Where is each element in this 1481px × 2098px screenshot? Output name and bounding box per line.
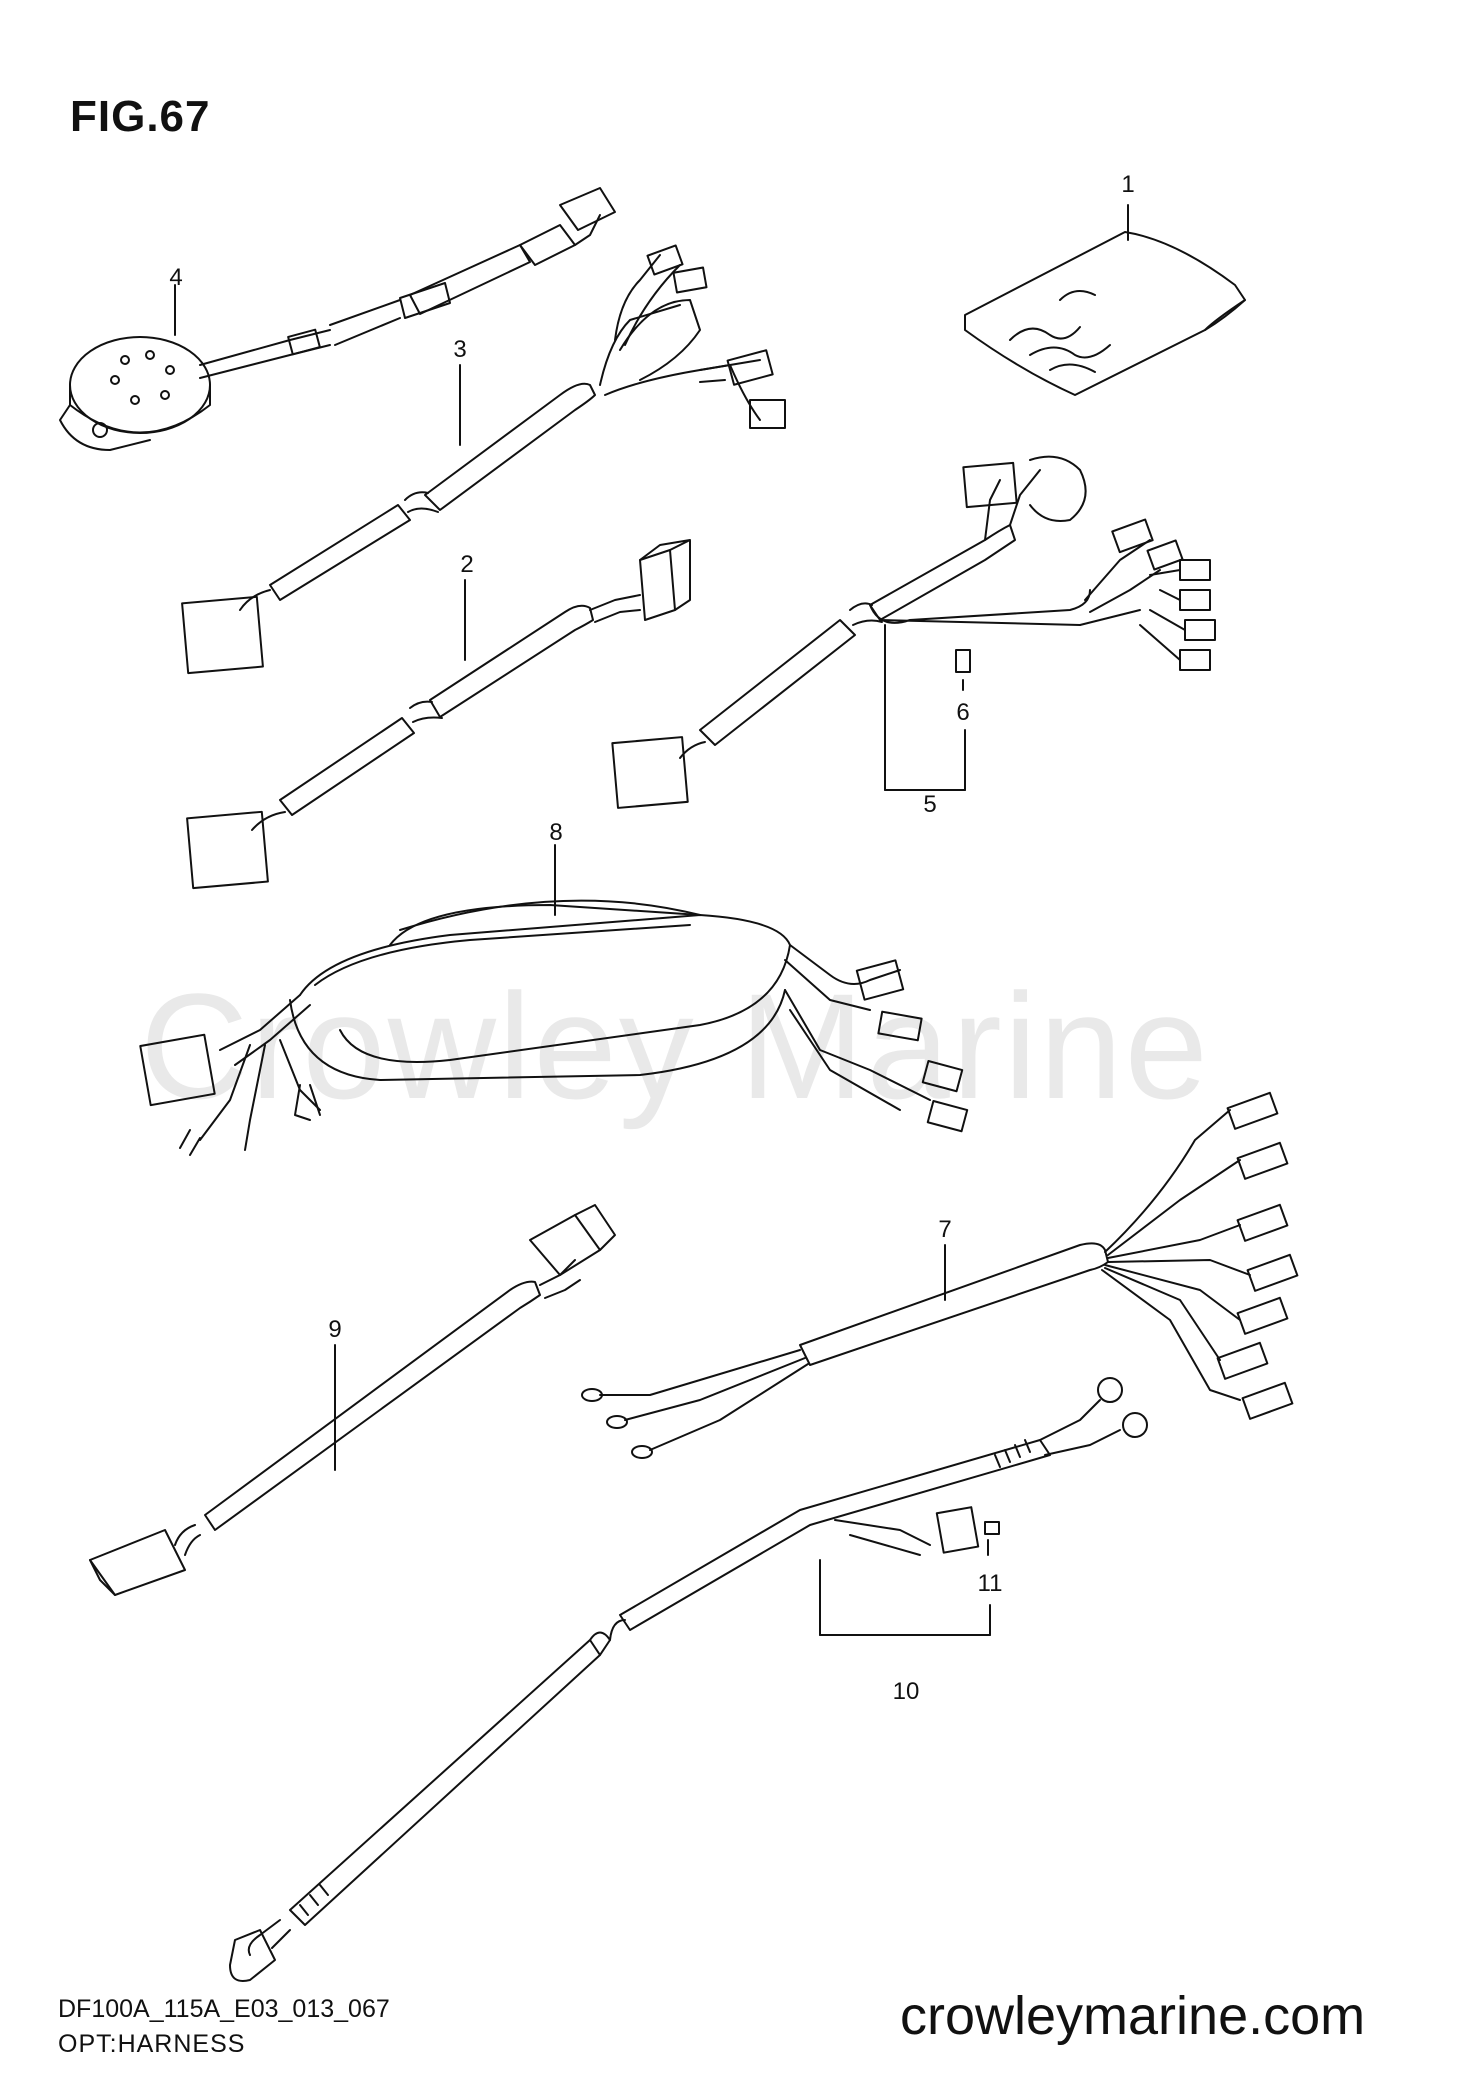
part-3-extension-harness: [181, 244, 786, 675]
callout-10: 10: [892, 1678, 920, 1705]
callout-6: 6: [956, 699, 970, 726]
callout-5: 5: [923, 791, 937, 818]
callout-9: 9: [328, 1316, 342, 1343]
part-10-long-harness: [229, 1377, 1148, 1982]
footer-code: DF100A_115A_E03_013_067: [58, 1995, 390, 2023]
part-5-main-harness: [611, 455, 1216, 809]
footer-name: OPT:HARNESS: [58, 2030, 246, 2058]
part-1-instruction-sheet: [964, 204, 1246, 396]
part-8-loop-harness: [139, 844, 969, 1156]
callout-11: 11: [977, 1570, 1003, 1597]
site-url: crowleymarine.com: [900, 1986, 1366, 2046]
callout-1: 1: [1121, 171, 1135, 198]
callout-3: 3: [453, 336, 467, 363]
callout-8: 8: [549, 819, 563, 846]
callout-4: 4: [169, 264, 183, 291]
callout-2: 2: [460, 551, 474, 578]
part-9-adapter-harness: [89, 1204, 616, 1596]
part-7-multi-lead-harness: [581, 1091, 1299, 1459]
callout-7: 7: [938, 1216, 952, 1243]
figure-title: FIG.67: [70, 92, 211, 141]
part-4-buzzer: [59, 187, 616, 451]
part-2-extension-harness: [186, 539, 691, 890]
watermark: Crowley Marine: [140, 962, 1210, 1130]
